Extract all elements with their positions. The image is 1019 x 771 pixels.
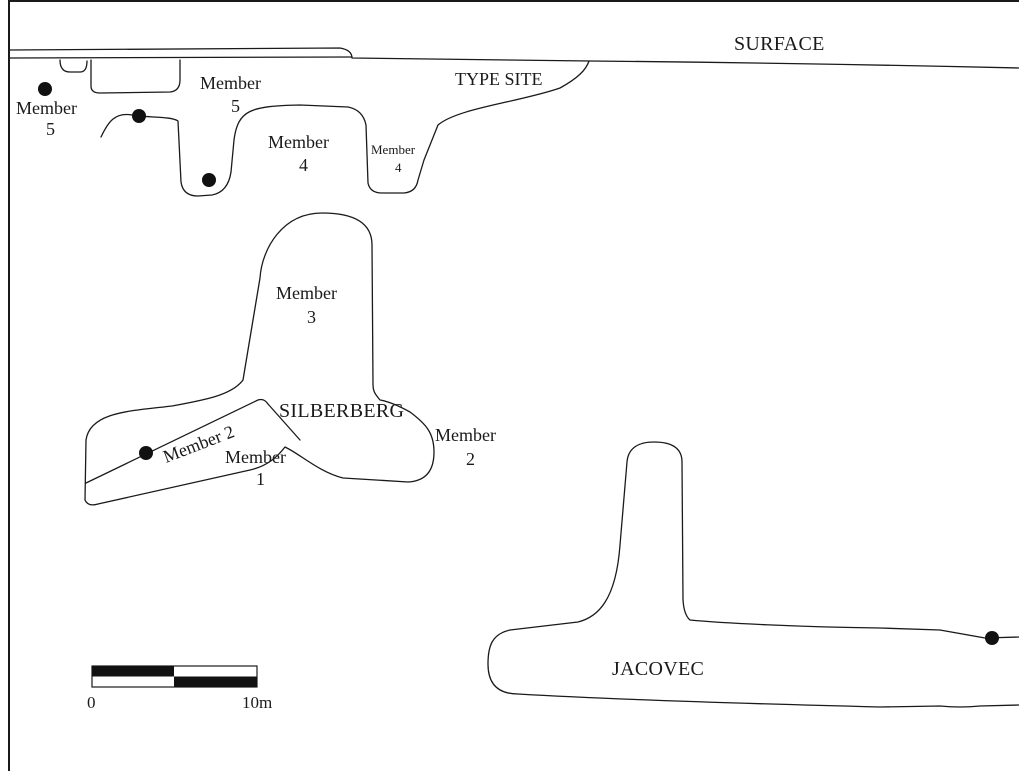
scale-bar: 0 10m <box>87 665 272 712</box>
small-pocket-outline <box>59 59 88 73</box>
member-1-2-boundary-line <box>85 398 301 484</box>
member-3-word: Member <box>276 283 337 303</box>
silberberg-cavity-outline <box>84 212 435 506</box>
member-4-small-number: 4 <box>395 160 402 175</box>
member-4-word: Member <box>268 132 329 152</box>
type-site-cavity-outline <box>100 60 590 197</box>
find-dot-member-4-shaft <box>202 173 216 187</box>
member-5-left-word: Member <box>16 98 77 118</box>
surface-label: SURFACE <box>734 33 825 55</box>
member-5-pocket-outline <box>90 59 181 94</box>
silberberg-label: SILBERBERG <box>279 400 404 422</box>
scale-bar-end-label: 10m <box>242 693 272 712</box>
scale-bar-start-label: 0 <box>87 693 96 712</box>
find-dot-member-5-upper <box>132 109 146 123</box>
member-4-number: 4 <box>299 155 308 175</box>
member-5-top-word: Member <box>200 73 261 93</box>
surface-line <box>9 47 1019 69</box>
member-1-number: 1 <box>256 469 265 489</box>
member-1-word: Member <box>225 447 286 467</box>
surface-upper-crust <box>9 56 353 59</box>
member-2-right-word: Member <box>435 425 496 445</box>
member-4-small-word: Member <box>371 142 416 157</box>
member-2-right-number: 2 <box>466 449 475 469</box>
member-3-number: 3 <box>307 307 316 327</box>
find-dot-member-2 <box>139 446 153 460</box>
find-dot-jacovec <box>985 631 999 645</box>
member-5-top-number: 5 <box>231 96 240 116</box>
jacovec-label: JACOVEC <box>612 658 704 680</box>
member-5-left-number: 5 <box>46 119 55 139</box>
scale-bar-segment-2 <box>174 676 257 687</box>
jacovec-cavity-outline <box>487 441 1019 708</box>
scale-bar-segment-1 <box>92 666 174 677</box>
type-site-label: TYPE SITE <box>455 69 543 89</box>
diagram-frame <box>8 0 1019 771</box>
find-dot-member-5-left <box>38 82 52 96</box>
